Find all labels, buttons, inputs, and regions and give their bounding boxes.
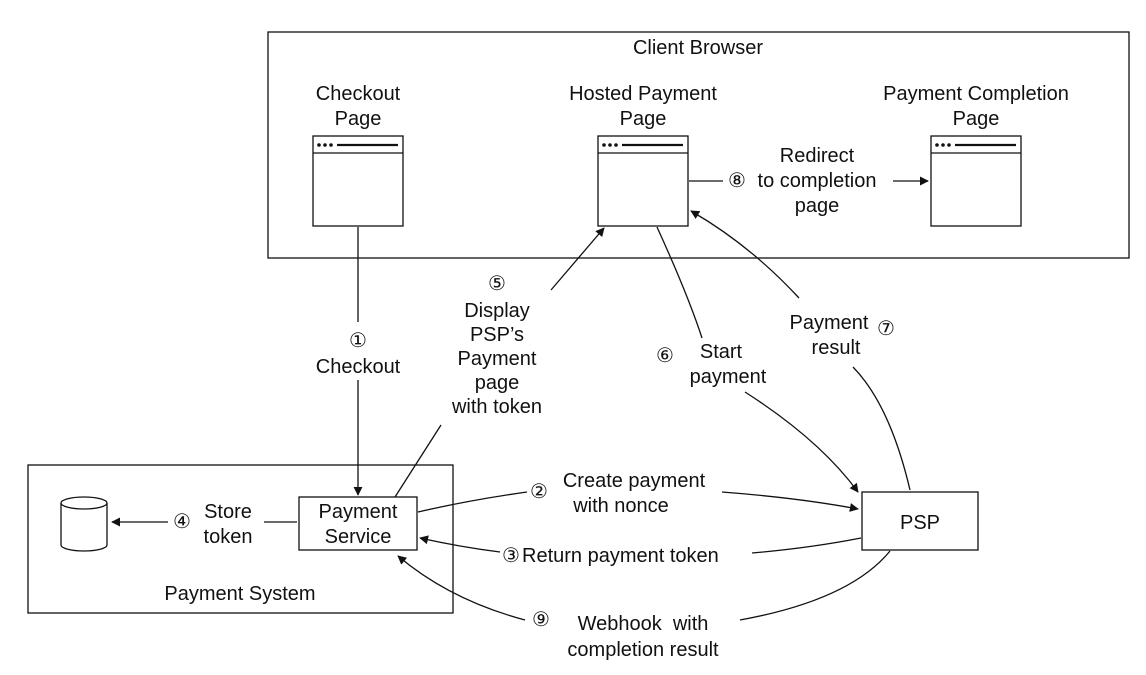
step-4-label: ④ Store token bbox=[173, 501, 252, 548]
hosted-payment-page-label-line-2: Page bbox=[620, 108, 667, 130]
client-browser-group: Client Browser bbox=[267, 31, 1130, 259]
browser-window-icon bbox=[930, 135, 1022, 227]
step-5-text-line-2: PSP’s bbox=[470, 324, 524, 346]
step-2-number: ② bbox=[530, 479, 548, 503]
checkout-page-label-line-2: Page bbox=[335, 108, 382, 130]
step-3-text: Return payment token bbox=[522, 545, 719, 567]
step-9-number: ⑨ bbox=[532, 607, 550, 631]
step-8-label: ⑧ Redirect to completion page bbox=[728, 145, 876, 217]
step-7-arrow bbox=[690, 210, 911, 491]
step-1-number: ① bbox=[349, 328, 367, 352]
step-8-text-line-3: page bbox=[795, 195, 840, 217]
step-9-text-line-1: Webhook with bbox=[578, 613, 709, 635]
hosted-payment-page: Hosted Payment Page bbox=[569, 83, 717, 227]
step-5-text-line-4: page bbox=[475, 372, 520, 394]
checkout-page: Checkout Page bbox=[312, 83, 404, 227]
step-7-label: Payment ⑦ result bbox=[790, 312, 895, 359]
step-4-number: ④ bbox=[173, 509, 191, 533]
psp-node: PSP bbox=[861, 491, 979, 551]
hosted-payment-page-label-line-1: Hosted Payment bbox=[569, 83, 717, 105]
step-8-number: ⑧ bbox=[728, 168, 746, 192]
psp-label: PSP bbox=[900, 512, 940, 534]
step-9-label: ⑨ Webhook with completion result bbox=[532, 607, 719, 661]
step-2-text-line-2: with nonce bbox=[572, 495, 669, 517]
step-6-text-line-1: Start bbox=[700, 341, 743, 363]
step-2-text-line-1: Create payment bbox=[563, 470, 706, 492]
step-5-text-line-5: with token bbox=[451, 396, 542, 418]
step-9-arrow bbox=[397, 550, 891, 621]
step-3-label: ③ Return payment token bbox=[502, 543, 719, 567]
payment-service-label-line-2: Service bbox=[325, 526, 392, 548]
step-5-number: ⑤ bbox=[488, 271, 506, 295]
client-browser-title: Client Browser bbox=[633, 37, 763, 59]
step-8-text-line-2: to completion bbox=[758, 170, 877, 192]
step-3-number: ③ bbox=[502, 543, 520, 567]
step-6-arrow bbox=[656, 226, 859, 493]
checkout-page-label-line-1: Checkout bbox=[316, 83, 401, 105]
payment-system-group: Payment System bbox=[27, 464, 454, 614]
payment-completion-page: Payment Completion Page bbox=[883, 83, 1069, 227]
step-1-text: Checkout bbox=[316, 356, 401, 378]
step-7-number: ⑦ bbox=[877, 316, 895, 340]
step-7-text-line-2: result bbox=[812, 337, 861, 359]
step-8-text-line-1: Redirect bbox=[780, 145, 855, 167]
payment-service-label-line-1: Payment bbox=[319, 501, 398, 523]
step-5-label: ⑤ Display PSP’s Payment page with token bbox=[451, 271, 542, 418]
step-5-text-line-1: Display bbox=[464, 300, 530, 322]
step-5-text-line-3: Payment bbox=[458, 348, 537, 370]
browser-window-icon bbox=[597, 135, 689, 227]
step-6-number: ⑥ bbox=[656, 343, 674, 367]
step-4-text-line-2: token bbox=[204, 526, 253, 548]
payment-completion-page-label-line-1: Payment Completion bbox=[883, 83, 1069, 105]
step-4-text-line-1: Store bbox=[204, 501, 252, 523]
step-3-arrow bbox=[419, 535, 862, 554]
step-6-label: ⑥ Start payment bbox=[656, 341, 767, 388]
payment-service-node: Payment Service bbox=[298, 496, 418, 551]
payment-system-title: Payment System bbox=[164, 583, 315, 605]
step-7-text-line-1: Payment bbox=[790, 312, 869, 334]
payment-completion-page-label-line-2: Page bbox=[953, 108, 1000, 130]
step-2-arrow bbox=[417, 491, 859, 513]
step-1-label: ① Checkout bbox=[316, 328, 401, 378]
step-2-label: ② Create payment with nonce bbox=[530, 470, 706, 517]
browser-window-icon bbox=[312, 135, 404, 227]
step-5-arrow bbox=[394, 227, 605, 498]
step-6-text-line-2: payment bbox=[690, 366, 767, 388]
database-icon bbox=[60, 496, 108, 552]
step-9-text-line-2: completion result bbox=[567, 639, 719, 661]
